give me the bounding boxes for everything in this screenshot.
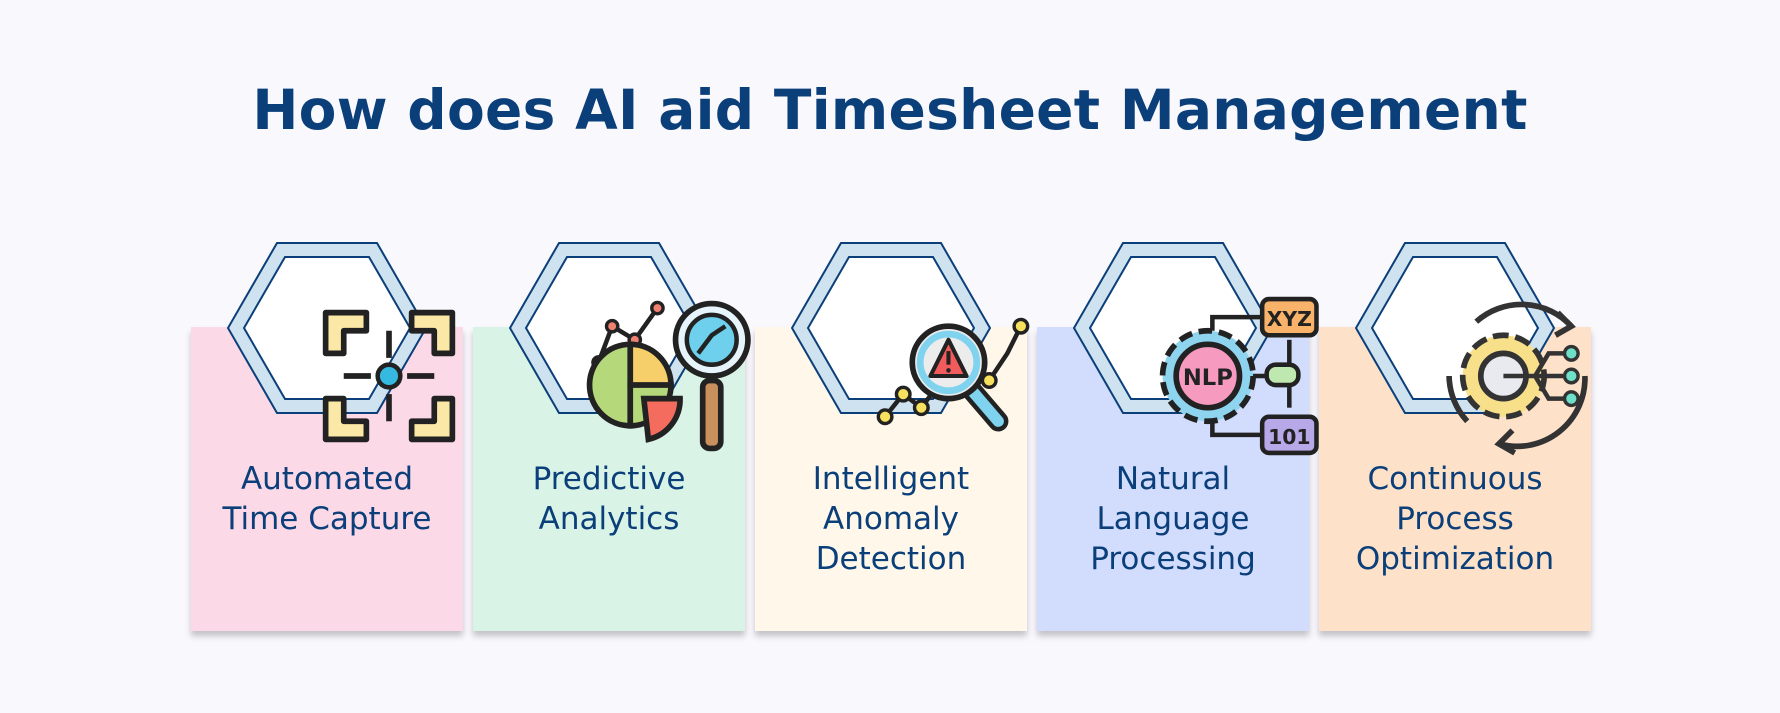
- anomaly-magnifier-warning-icon: [876, 317, 1030, 432]
- analytics-magnifier-pie-icon: [586, 300, 751, 452]
- hexagon-badge: [791, 242, 1030, 432]
- card-label: Natural Language Processing: [1037, 459, 1309, 579]
- process-gear-cycle-icon: [1446, 301, 1588, 456]
- card-label-line: Automated: [240, 461, 414, 497]
- card-label-line: Process: [1396, 501, 1514, 537]
- card-label-line: Detection: [815, 541, 967, 577]
- card-label-line: Anomaly: [823, 501, 959, 537]
- nlp-gear-icon: NLP XYZ 101: [1159, 296, 1319, 456]
- card-label: Continuous Process Optimization: [1319, 459, 1591, 579]
- card-label-line: Language: [1096, 501, 1250, 537]
- card-label-line: Intelligent: [812, 461, 970, 497]
- hexagon-badge: [509, 242, 751, 452]
- card-label-line: Analytics: [538, 501, 680, 537]
- hexagon-badge: [1355, 242, 1588, 456]
- card-label-line: Continuous: [1367, 461, 1543, 497]
- focus-target-icon: [322, 309, 456, 443]
- svg-text:101: 101: [1268, 425, 1311, 449]
- card-label-line: Natural: [1115, 461, 1231, 497]
- card-label: Automated Time Capture: [191, 459, 463, 539]
- hexagon-badge: [227, 242, 456, 443]
- page-title: How does AI aid Timesheet Management: [252, 78, 1528, 142]
- card-label-line: Predictive: [532, 461, 686, 497]
- hexagon-badge: NLP XYZ 101: [1073, 242, 1319, 456]
- card-label: Intelligent Anomaly Detection: [755, 459, 1027, 579]
- card-label-line: Optimization: [1355, 541, 1555, 577]
- svg-text:NLP: NLP: [1183, 365, 1233, 391]
- card-label-line: Time Capture: [222, 501, 432, 537]
- card-label: Predictive Analytics: [473, 459, 745, 539]
- svg-text:XYZ: XYZ: [1267, 307, 1312, 331]
- card-label-line: Processing: [1090, 541, 1256, 577]
